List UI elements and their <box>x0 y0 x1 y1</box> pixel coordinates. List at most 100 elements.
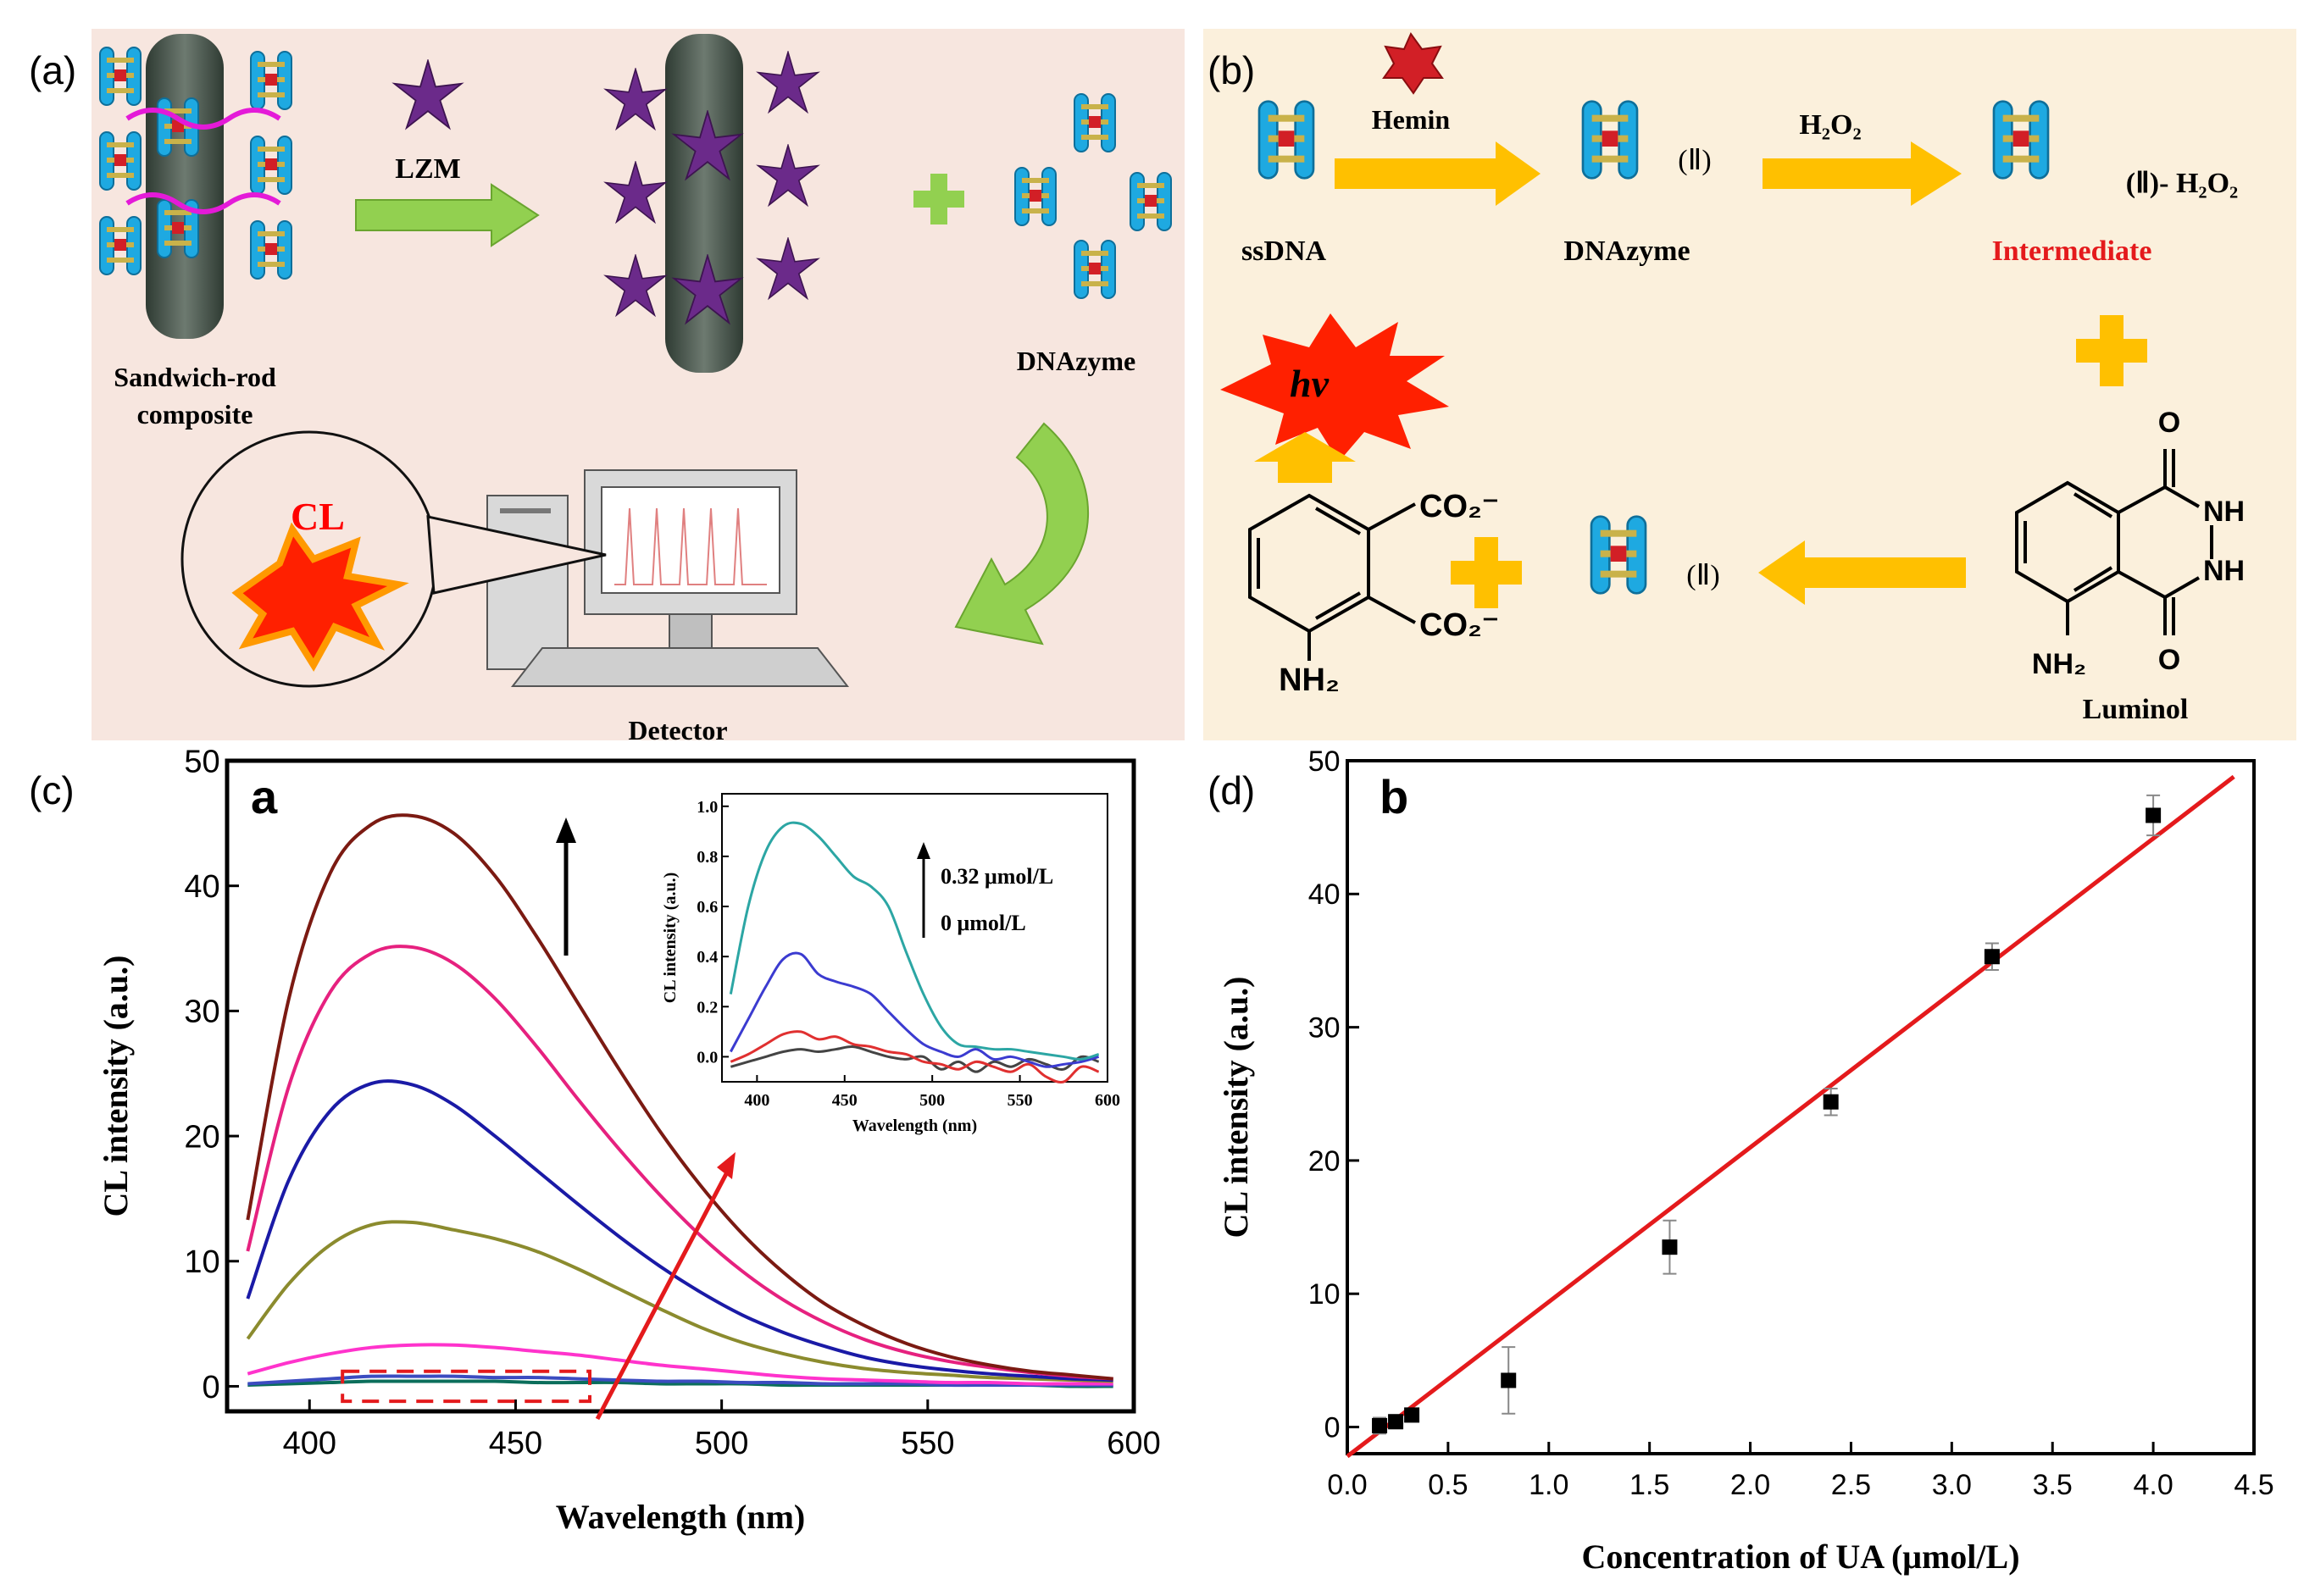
arrow-right-gold-1 <box>1335 141 1541 206</box>
x-tick-label: 600 <box>1107 1426 1160 1461</box>
detector-computer-graphic <box>486 469 850 687</box>
data-point-3 <box>1501 1372 1517 1388</box>
y-tick-label: 0.6 <box>697 898 718 917</box>
y-tick-label: 20 <box>1308 1145 1341 1178</box>
luminol-o-top: O <box>2158 407 2180 439</box>
x-tick-label: 450 <box>832 1091 858 1110</box>
plot-frame <box>1346 759 2256 1455</box>
luminol-nh-bottom: NH <box>2203 555 2245 587</box>
cl-burst-icon <box>231 522 409 672</box>
plus-icon <box>913 174 964 224</box>
arrow-right-gold-2 <box>1763 141 1962 206</box>
y-axis-label: CL intensity (a.u.) <box>661 873 680 1003</box>
data-point-6 <box>1984 949 2000 965</box>
zoom-region-box <box>341 1369 591 1404</box>
y-tick-label: 0.4 <box>697 948 718 967</box>
x-tick-label: 2.5 <box>1831 1469 1871 1501</box>
h2o2-label: H₂O₂ <box>1799 109 1861 141</box>
x-tick-label: 3.5 <box>2033 1469 2073 1501</box>
series-line-2 <box>247 1343 1113 1386</box>
inset-legend-low: 0 μmol/L <box>941 911 1026 935</box>
panel-label-b: (b) <box>1207 48 1256 92</box>
data-point-7 <box>2146 807 2162 823</box>
y-tick-label: 0 <box>202 1370 219 1405</box>
y-tick-label: 0.0 <box>697 1048 718 1067</box>
x-tick-label: 2.0 <box>1730 1469 1770 1501</box>
y-tick-label: 50 <box>184 744 219 779</box>
panel-label-a: (a) <box>29 48 77 92</box>
data-point-2 <box>1404 1407 1420 1423</box>
intermediate-complex-label: (Ⅱ)- H₂O₂ <box>2126 168 2238 199</box>
zoom-arrow-line <box>595 1167 731 1421</box>
hemin-icon <box>1382 32 1444 95</box>
y-tick-label: 10 <box>184 1244 219 1280</box>
hv-burst-icon <box>1220 313 1449 462</box>
product-nh2: NH₂ <box>1279 662 1340 698</box>
intermediate-name: Intermediate <box>1992 236 2152 267</box>
rod-with-lzm-graphic <box>604 34 819 373</box>
data-point-5 <box>1823 1094 1839 1110</box>
y-tick-label: 20 <box>184 1119 219 1155</box>
y-tick-label: 30 <box>1308 1012 1341 1045</box>
curved-arrow-icon <box>954 422 1089 646</box>
inset-arrow-head <box>917 842 930 859</box>
y-tick-label: 0.2 <box>697 998 718 1017</box>
product-co2-top: CO₂⁻ <box>1419 489 1499 524</box>
y-axis-label: CL intensity (a.u.) <box>97 956 135 1217</box>
cl-label: CL <box>291 495 345 538</box>
y-tick-label: 10 <box>1308 1278 1341 1311</box>
dnazyme-label-b: DNAzyme <box>1563 236 1690 267</box>
inset-chart: 400 450 500 550 600 0.0 0.2 0.4 0.6 0.8 1.0Wavelen… <box>661 793 1120 1135</box>
ssdna-label: ssDNA <box>1241 236 1327 267</box>
detector-label: Detector <box>628 715 727 745</box>
x-tick-label: 400 <box>744 1091 769 1110</box>
plot-frame <box>721 793 1108 1083</box>
arrow-up-gold <box>1254 432 1356 483</box>
x-tick-label: 550 <box>1008 1091 1033 1110</box>
composite-label-line2: composite <box>137 399 253 429</box>
x-axis-label: Concentration of UA (μmol/L) <box>1581 1538 2019 1576</box>
x-tick-label: 500 <box>695 1426 748 1461</box>
composite-label-line1: Sandwich-rod <box>114 362 276 392</box>
x-tick-label: 600 <box>1095 1091 1120 1110</box>
x-tick-label: 4.0 <box>2133 1469 2173 1501</box>
data-point-0 <box>1372 1417 1388 1433</box>
x-axis-label: Wavelength (nm) <box>852 1117 977 1135</box>
inset-series-line-3 <box>729 821 1100 1061</box>
inset-series-line-1 <box>730 1030 1100 1083</box>
series-line-1 <box>247 1374 1113 1388</box>
series-line-5 <box>246 945 1113 1381</box>
hemin-label: Hemin <box>1372 104 1451 135</box>
aminophthalate-structure <box>1248 493 1416 661</box>
series-line-3 <box>246 1220 1113 1383</box>
x-tick-label: 0.0 <box>1327 1469 1367 1501</box>
luminol-structure <box>2015 449 2213 635</box>
chart-tag: a <box>251 770 278 823</box>
y-axis-label: CL intensity (a.u.) <box>1217 977 1255 1239</box>
arrow-right-icon <box>355 183 540 247</box>
y-tick-label: 40 <box>1308 878 1341 911</box>
product-co2-bottom: CO₂⁻ <box>1419 607 1499 643</box>
zoom-arrow-head <box>717 1152 736 1179</box>
series-line-4 <box>246 1079 1113 1383</box>
x-tick-label: 500 <box>919 1091 945 1110</box>
luminol-label: Luminol <box>2083 694 2189 725</box>
lzm-label: LZM <box>395 153 460 185</box>
arrow-left-gold <box>1758 540 1966 605</box>
series-line-6 <box>246 813 1113 1381</box>
x-tick-label: 400 <box>283 1426 336 1461</box>
data-point-4 <box>1662 1239 1678 1255</box>
x-tick-label: 0.5 <box>1428 1469 1468 1501</box>
chart-tag: b <box>1380 770 1408 823</box>
panel-label-d: (d) <box>1207 768 1256 812</box>
x-tick-label: 1.5 <box>1629 1469 1669 1501</box>
x-tick-label: 550 <box>901 1426 954 1461</box>
y-tick-label: 30 <box>184 995 219 1030</box>
plus-gold-icon-1 <box>2076 315 2147 386</box>
y-tick-label: 40 <box>184 869 219 905</box>
y-tick-label: 0.8 <box>697 848 718 867</box>
y-tick-label: 1.0 <box>697 798 718 817</box>
data-point-1 <box>1388 1414 1404 1430</box>
